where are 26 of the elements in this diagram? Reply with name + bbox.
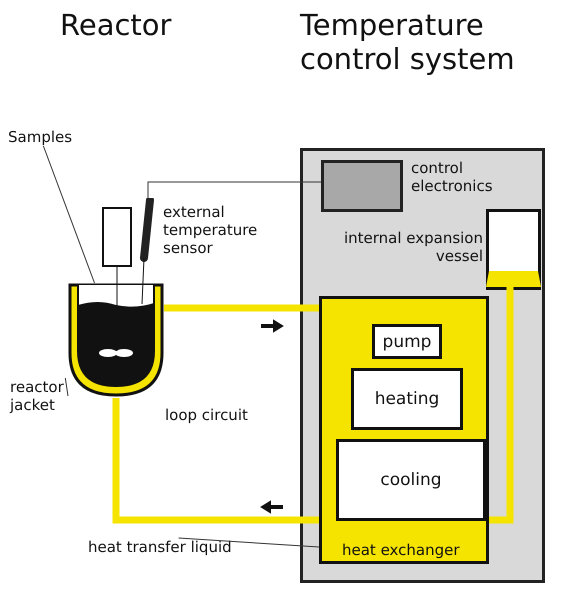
- heading: Reactor: [60, 8, 172, 42]
- temperature-probe: [140, 198, 154, 306]
- leader-line: [178, 538, 320, 548]
- callout-label: heat transfer liquid: [88, 538, 232, 556]
- part-label: internal expansion vessel: [342, 229, 483, 265]
- callout-label: reactor jacket: [10, 378, 72, 414]
- reactor-vessel: [68, 283, 164, 398]
- pump-box: pump: [372, 324, 442, 359]
- part-label: external temperature sensor: [163, 203, 258, 257]
- expansion-vessel: [486, 209, 541, 287]
- loop-label: loop circuit: [165, 406, 249, 424]
- supply-pipe: [164, 304, 319, 312]
- leader-line: [64, 378, 68, 396]
- heat-exchanger: [319, 296, 489, 564]
- cooling-box: cooling: [336, 439, 486, 521]
- callout-label: Samples: [8, 128, 72, 146]
- part-label: control electronics: [411, 159, 494, 195]
- heat-exchanger-label: heat exchanger: [342, 541, 460, 559]
- leader-line: [42, 146, 95, 284]
- expansion-pipe: [489, 287, 514, 524]
- sensor-cable: [148, 182, 322, 198]
- return-pipe: [112, 398, 319, 524]
- heading: Temperature control system: [300, 8, 516, 76]
- heating-box: heating: [351, 368, 463, 430]
- control-unit-housing: [300, 148, 545, 583]
- control-electronics-box: [321, 160, 403, 212]
